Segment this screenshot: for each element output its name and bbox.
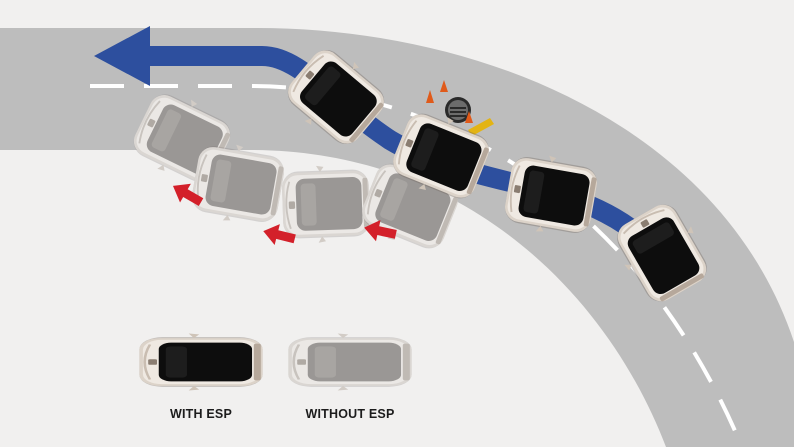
legend-car-without-esp (287, 332, 413, 392)
legend: WITH ESP WITHOUT ESP (138, 332, 413, 421)
with-esp-label: WITH ESP (170, 407, 232, 421)
skidding-car (280, 163, 372, 245)
traffic-cone-icon (426, 80, 494, 136)
without-esp-label: WITHOUT ESP (305, 407, 394, 421)
skidding-car (187, 137, 289, 231)
road-obstacle-icon (445, 97, 471, 123)
legend-car-with-esp (138, 332, 264, 392)
blue-arrow-icon (94, 26, 150, 86)
